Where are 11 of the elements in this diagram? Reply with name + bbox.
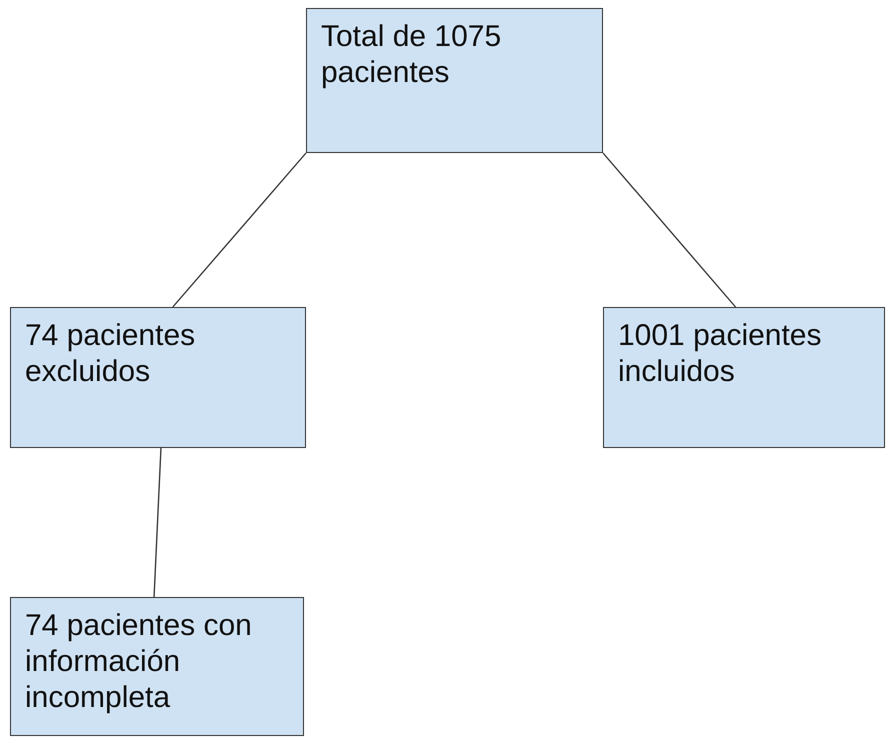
box-label: Total de 1075 pacientes bbox=[321, 19, 502, 91]
connector-line bbox=[153, 448, 162, 598]
box-label: 74 pacientes excluidos bbox=[25, 318, 196, 390]
process-box bbox=[306, 8, 603, 153]
process-box bbox=[10, 597, 304, 736]
connector-line bbox=[602, 152, 736, 308]
box-label: 74 pacientes con información incompleta bbox=[25, 608, 253, 716]
box-label: 1001 pacientes incluidos bbox=[618, 318, 822, 390]
process-box bbox=[10, 307, 306, 448]
process-box bbox=[603, 307, 885, 448]
connector-line bbox=[172, 152, 306, 308]
